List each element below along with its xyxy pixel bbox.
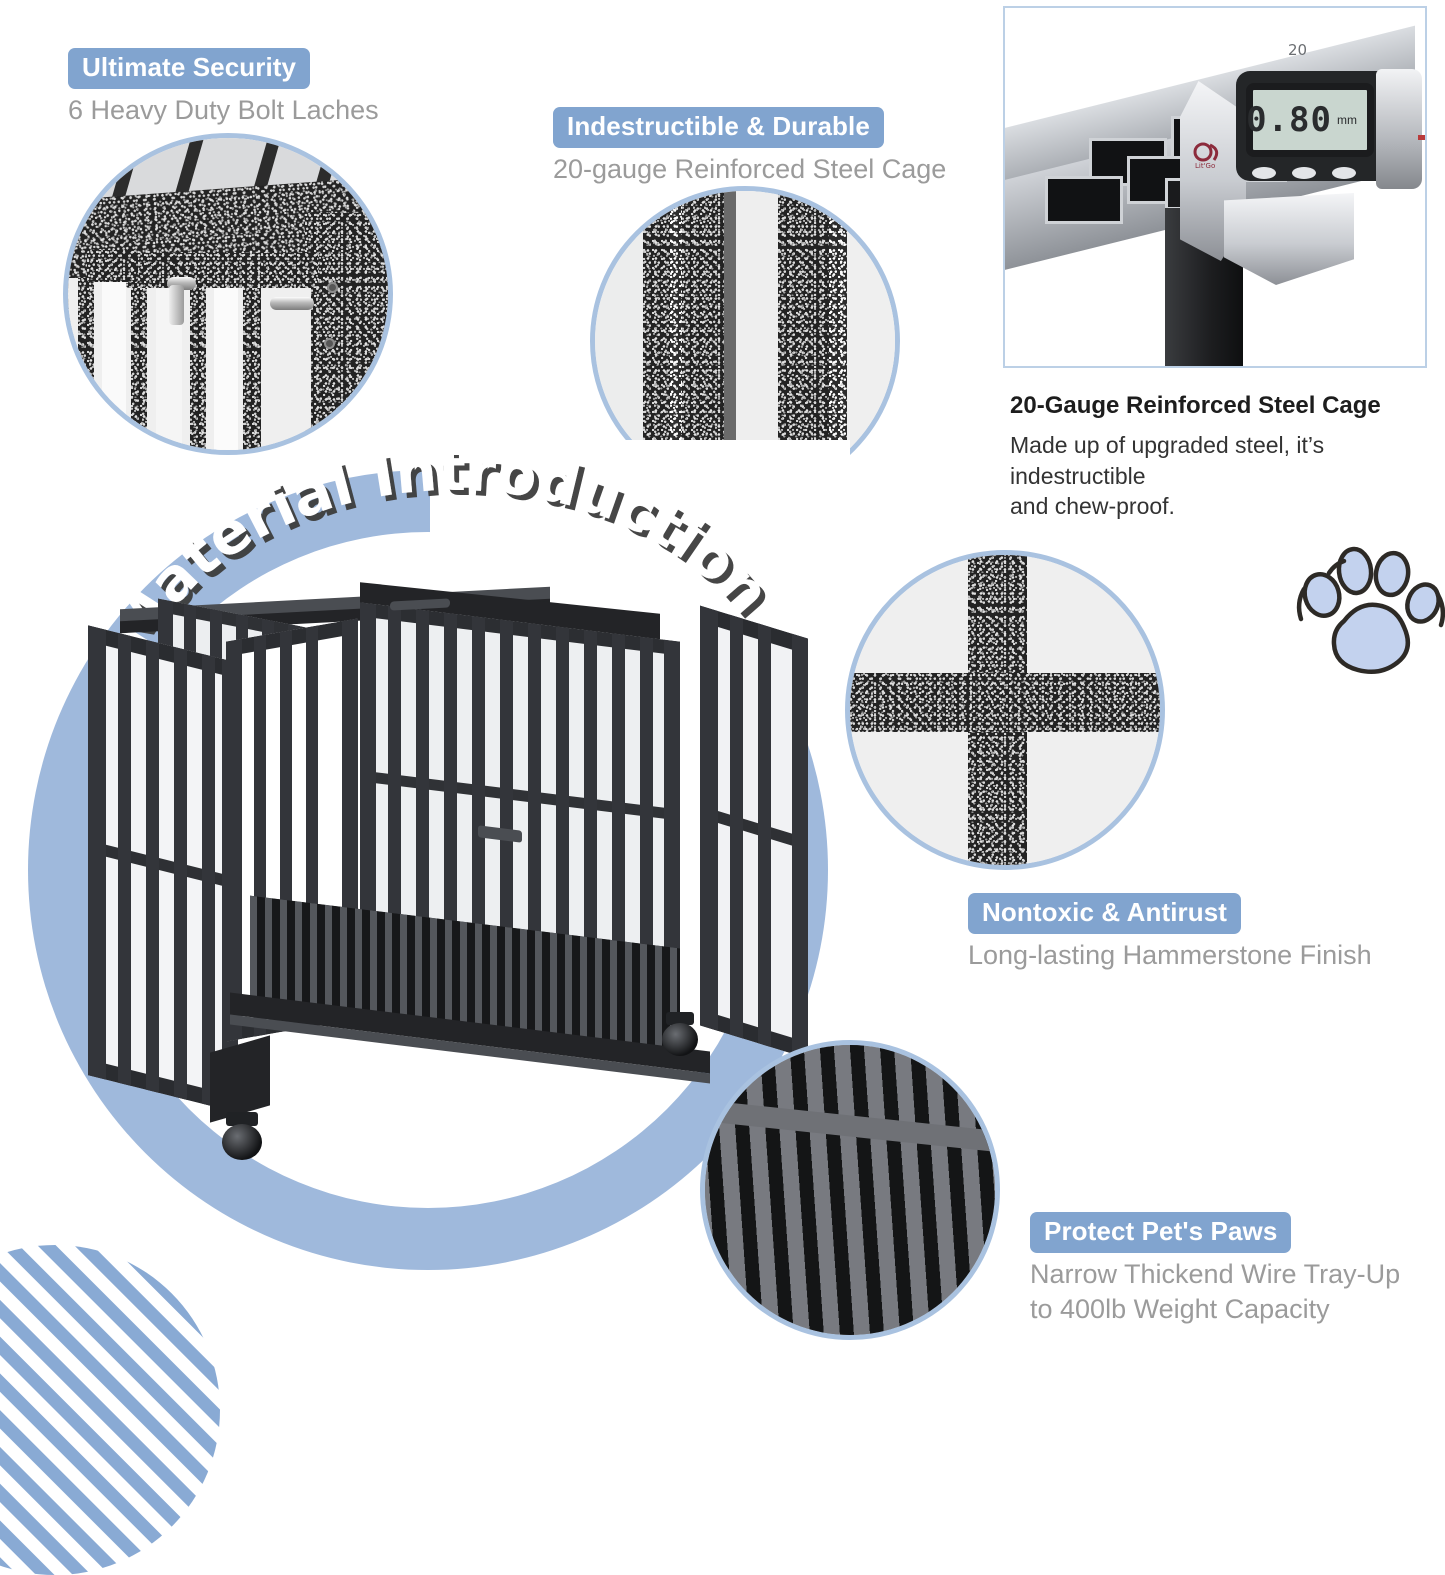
caster-wheel-front-left [220,1112,264,1160]
feature-subtitle-ultimate-security: 6 Heavy Duty Bolt Laches [68,95,379,126]
caliper-scale-label: 20 [1288,41,1308,59]
feature-subtitle-nontoxic: Long-lasting Hammerstone Finish [968,940,1372,971]
digital-caliper: Lit'Go 0.80 mm 20 [1180,41,1425,323]
feature-badge-indestructible: Indestructible & Durable [553,107,884,149]
feature-protect-paws-text: Protect Pet's Paws Narrow Thickend Wire … [1030,1212,1400,1326]
caliper-lcd-display: 0.80 mm [1246,83,1374,157]
steel-panel-body-line1: Made up of upgraded steel, it’s indestru… [1010,432,1325,489]
crate-left-door-open[interactable] [88,625,238,1113]
bolt-knob [168,284,184,325]
diagonal-stripes-corner-decoration [0,1245,220,1575]
caliper-brand-mark: Lit'Go [1190,141,1230,170]
feature-subtitle-indestructible: 20-gauge Reinforced Steel Cage [553,154,947,185]
feature-nontoxic-text: Nontoxic & Antirust Long-lasting Hammers… [968,893,1372,973]
steel-panel-body-line2: and chew-proof. [1010,493,1175,520]
caliper-unit: mm [1337,113,1357,127]
feature-badge-nontoxic: Nontoxic & Antirust [968,893,1242,935]
steel-panel-text: 20-Gauge Reinforced Steel Cage Made up o… [1010,390,1430,522]
dog-crate-product-image [60,582,830,1172]
feature-subtitle-protect-paws-line1: Narrow Thickend Wire Tray-Up [1030,1259,1401,1290]
svg-text:Lit'Go: Lit'Go [1195,162,1215,169]
feature-subtitle-protect-paws-line2: to 400lb Weight Capacity [1030,1293,1330,1324]
narrow-wire-tray-photo [700,1040,1000,1340]
steel-panel-title: 20-Gauge Reinforced Steel Cage [1010,392,1381,419]
feature-badge-protect-paws: Protect Pet's Paws [1030,1212,1292,1254]
caliper-reading: 0.80 [1246,100,1332,140]
screw-upper [327,281,339,293]
hammerstone-cross-photo [845,550,1165,870]
bolt-latch-photo [63,133,393,455]
paw-print-icon [1296,546,1445,674]
steel-tube-caliper-photo-frame: Lit'Go 0.80 mm 20 [1003,6,1427,368]
feature-ultimate-security-text: Ultimate Security 6 Heavy Duty Bolt Lach… [68,48,379,128]
caster-wheel-front-right [660,1012,700,1056]
screw-lower [324,337,335,349]
bolt-pin-right [269,297,315,311]
feature-badge-ultimate-security: Ultimate Security [68,48,311,90]
feature-indestructible-text: Indestructible & Durable 20-gauge Reinfo… [553,107,946,187]
crate-right-door-open[interactable] [700,605,808,1059]
